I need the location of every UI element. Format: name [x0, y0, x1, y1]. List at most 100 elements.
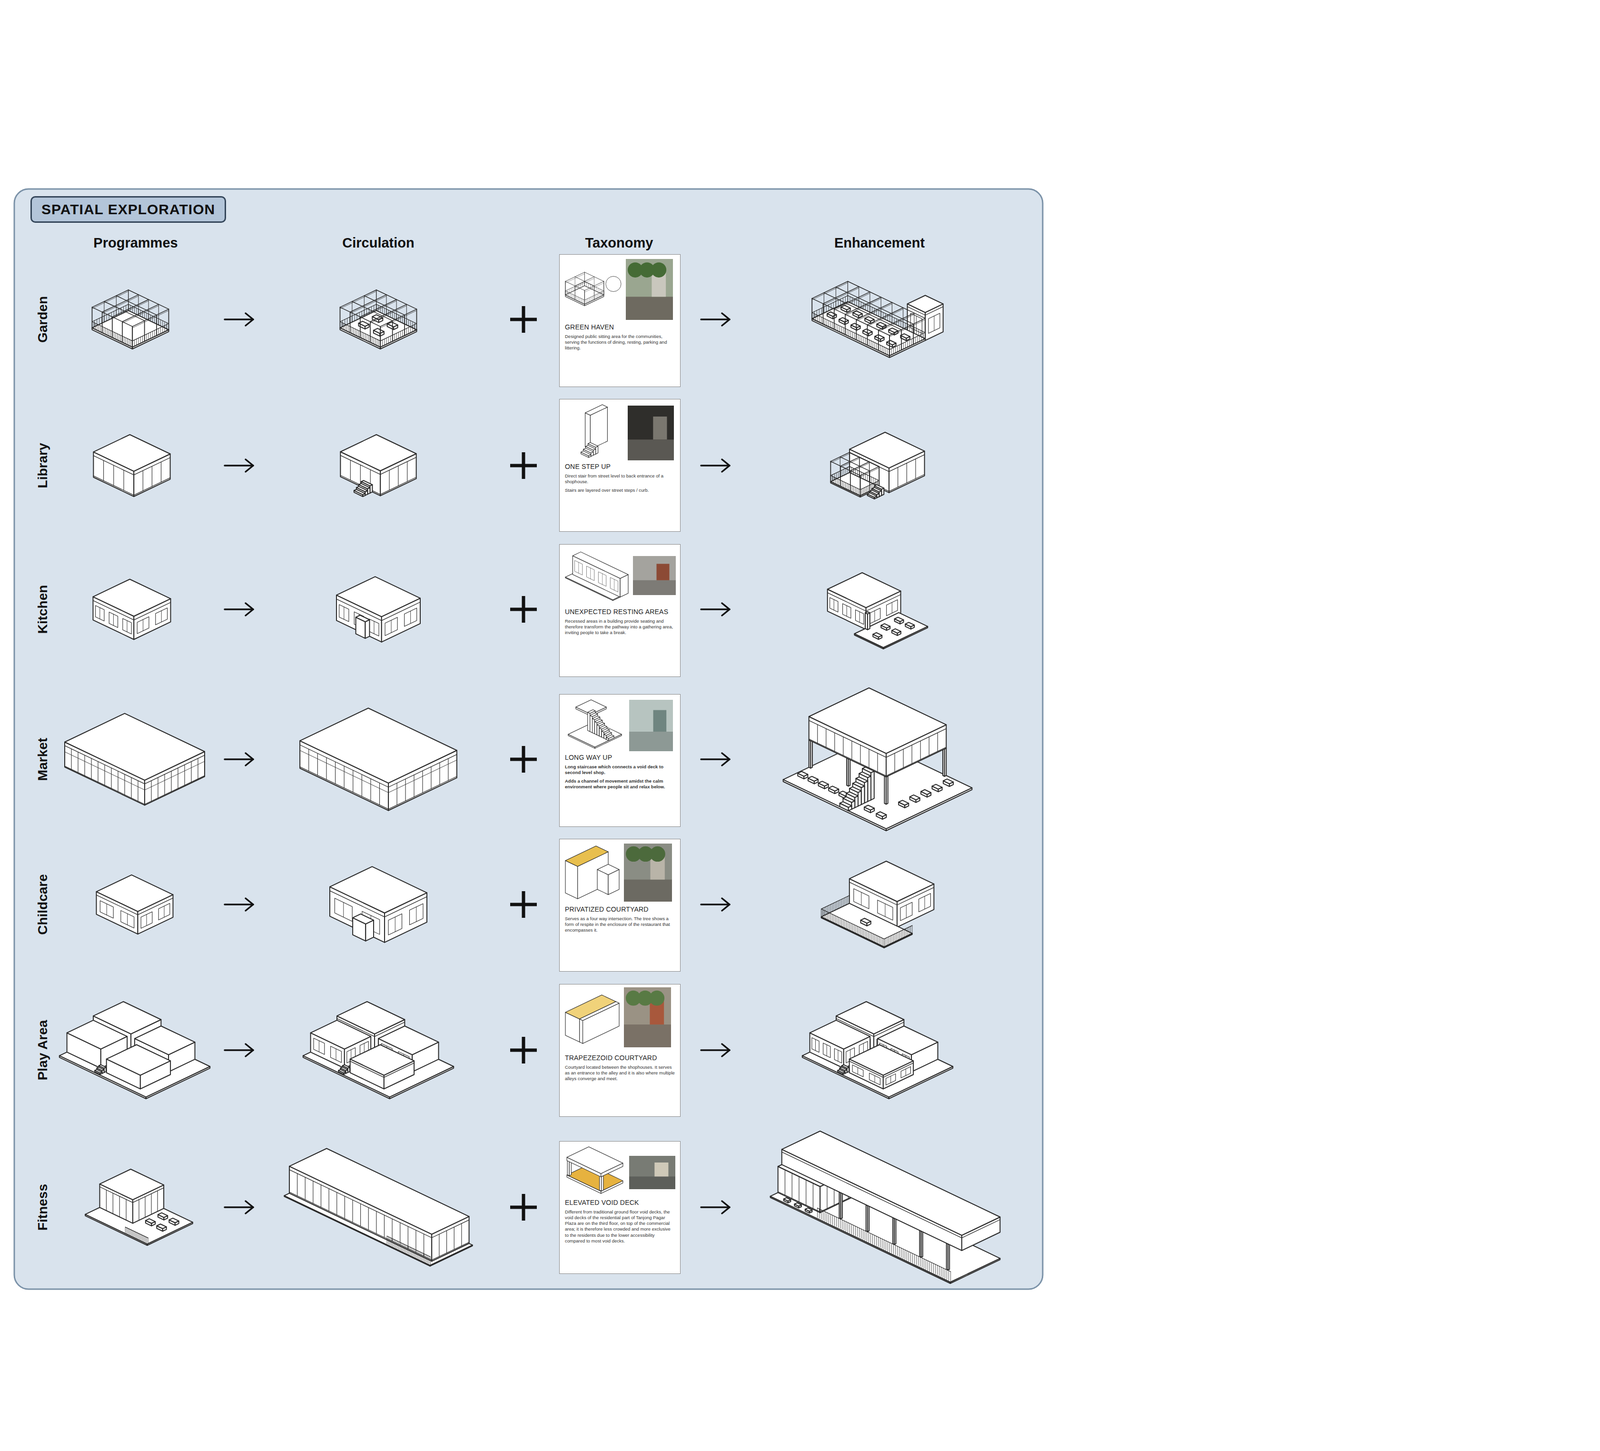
iso-edge [924, 318, 926, 339]
iso-edge [833, 902, 834, 911]
iso-edge [380, 310, 417, 328]
iso-edge [849, 470, 851, 491]
iso-edge [865, 474, 866, 481]
iso-edge [841, 898, 842, 908]
card-description: Different from traditional ground floor … [564, 1208, 676, 1244]
iso-edge [565, 290, 585, 300]
iso-edge [446, 1230, 447, 1253]
iso-edge [857, 1067, 859, 1075]
iso-edge [872, 632, 882, 637]
iso-edge [348, 325, 349, 332]
iso-edge [943, 778, 954, 784]
iso-edge [386, 1235, 431, 1257]
iso-edge [610, 577, 619, 592]
iso-edge [811, 295, 848, 313]
iso-edge [99, 1186, 133, 1203]
iso-edge [384, 338, 385, 346]
iso-edge [568, 721, 622, 748]
plus-bar [522, 745, 526, 773]
iso-edge [835, 915, 836, 924]
iso-edge [128, 339, 130, 346]
iso-edge [144, 311, 145, 318]
iso-edge [370, 778, 371, 801]
iso-edge [852, 781, 865, 788]
iso-edge [94, 1069, 102, 1073]
iso-edge [148, 299, 149, 320]
iso-edge [104, 301, 145, 321]
iso-edge [597, 293, 598, 298]
iso-edge [839, 917, 841, 926]
iso-edge [606, 734, 614, 739]
drawing-geometry [284, 1147, 473, 1266]
iso-edge [106, 1044, 171, 1075]
iso-edge [571, 287, 572, 293]
iso-edge [867, 1204, 870, 1232]
iso-edge [815, 314, 817, 321]
iso-edge [592, 285, 593, 290]
building-illustrations [59, 281, 1001, 1284]
iso-edge [822, 303, 824, 325]
iso-edge [140, 911, 153, 929]
arrow-head [721, 1043, 730, 1057]
iso-edge [123, 336, 125, 344]
iso-edge [829, 597, 839, 613]
iso-edge [916, 1254, 917, 1265]
arrow-shaft [701, 1048, 730, 1051]
arrow-head [721, 1200, 730, 1214]
row-label: Fitness [35, 1183, 51, 1231]
iso-edge [574, 276, 594, 286]
iso-edge [817, 1207, 818, 1218]
iso-edge [910, 1252, 911, 1262]
drawing-geometry [329, 866, 427, 942]
drawing-geometry [93, 434, 170, 497]
iso-edge [856, 299, 857, 307]
iso-edge [872, 1234, 873, 1244]
iso-edge [136, 307, 137, 315]
iso-edge [424, 1253, 425, 1262]
iso-edge [389, 470, 390, 491]
iso-edge [593, 286, 595, 300]
iso-edge [350, 1060, 385, 1077]
iso-edge [864, 1230, 866, 1240]
iso-edge [405, 1244, 406, 1253]
iso-edge [831, 903, 833, 912]
iso-edge [835, 286, 914, 325]
iso-edge [599, 725, 607, 730]
iso-edge [905, 341, 906, 348]
iso-edge [122, 305, 159, 323]
iso-edge [592, 296, 593, 301]
arrow-shaft [701, 464, 730, 467]
iso-edge [826, 305, 827, 312]
iso-edge [847, 896, 849, 905]
iso-edge [851, 1224, 852, 1234]
iso-edge [889, 1242, 890, 1252]
iso-edge [911, 325, 913, 333]
iso-edge [103, 316, 105, 323]
iso-edge [289, 1169, 432, 1238]
iso-edge [843, 481, 845, 488]
iso-edge [849, 895, 850, 904]
iso-edge [579, 1018, 583, 1044]
iso-edge [859, 771, 871, 778]
iso-edge [584, 272, 585, 287]
iso-edge [590, 296, 592, 302]
photo [629, 699, 673, 751]
iso-edge [946, 1269, 948, 1279]
iso-edge [830, 913, 831, 922]
iso-edge [399, 1222, 401, 1245]
iso-edge [784, 1169, 786, 1195]
drawing-geometry [565, 272, 622, 307]
iso-edge [834, 293, 870, 311]
iso-edge [889, 349, 890, 356]
iso-edge [398, 332, 399, 339]
iso-edge [101, 311, 103, 333]
iso-edge [119, 1195, 120, 1217]
iso-edge [415, 1229, 416, 1253]
card-description: Serves as a four way intersection. The t… [564, 915, 676, 933]
iso-edge [144, 335, 145, 342]
iso-edge [827, 311, 837, 317]
iso-edge [900, 329, 902, 351]
iso-edge [899, 931, 900, 940]
iso-edge [115, 332, 116, 339]
iso-edge [832, 1214, 833, 1225]
